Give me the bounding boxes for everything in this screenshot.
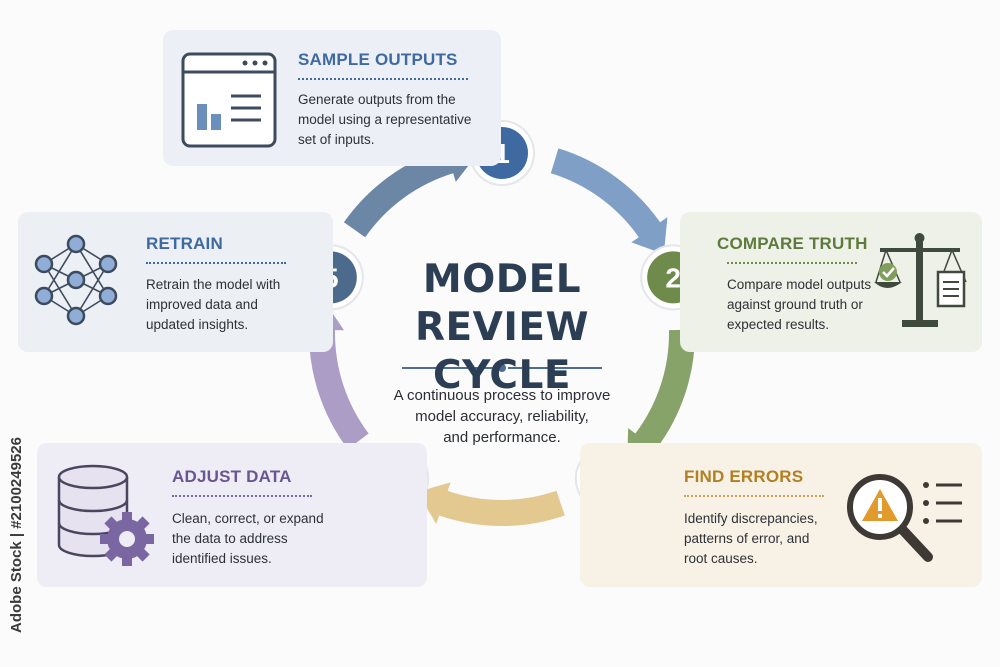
step-description: Generate outputs from the model using a …: [298, 90, 471, 150]
title-underline: [172, 495, 312, 497]
title-underline: [146, 262, 286, 264]
desc-line: root causes.: [684, 551, 758, 566]
desc-line: Clean, correct, or expand: [172, 511, 324, 526]
step-title: RETRAIN: [146, 234, 223, 253]
subtitle-line: model accuracy, reliability,: [415, 408, 589, 425]
diagram-title-line2: REVIEW CYCLE: [414, 305, 590, 398]
balance-scale-icon: [874, 233, 967, 327]
desc-line: the data to address: [172, 531, 288, 546]
desc-line: model using a representative: [298, 112, 472, 127]
step-description: Clean, correct, or expand the data to ad…: [172, 509, 324, 569]
step-card-retrain: RETRAIN Retrain the model with improved …: [18, 212, 333, 352]
step-card-compare-truth: COMPARE TRUTH Compare model outputs agai…: [680, 212, 982, 352]
subtitle-line: and performance.: [443, 429, 561, 446]
step-title: FIND ERRORS: [684, 467, 804, 486]
desc-line: against ground truth or: [727, 297, 863, 312]
desc-line: improved data and: [146, 297, 258, 312]
title-underline: [727, 262, 857, 264]
subtitle-line: A continuous process to improve: [393, 387, 611, 404]
step-number: 2: [665, 262, 681, 293]
step-description: Retrain the model with improved data and…: [146, 275, 280, 335]
database-gear-icon: [57, 464, 154, 566]
dashboard-window-icon: [181, 52, 277, 148]
cycle-arrow-2: [627, 329, 695, 463]
step-card-find-errors: FIND ERRORS Identify discrepancies, patt…: [580, 443, 982, 587]
desc-line: updated insights.: [146, 317, 249, 332]
desc-line: Identify discrepancies,: [684, 511, 818, 526]
desc-line: Generate outputs from the: [298, 92, 456, 107]
diagram-title-line1: MODEL: [422, 257, 582, 302]
stock-stamp: Adobe Stock | #2100249526: [8, 437, 25, 633]
cycle-arrow-3: [417, 482, 565, 526]
step-description: Identify discrepancies, patterns of erro…: [684, 509, 818, 569]
desc-line: identified issues.: [172, 551, 272, 566]
desc-line: expected results.: [727, 317, 830, 332]
title-divider: [402, 364, 602, 372]
title-underline: [298, 78, 468, 80]
neural-network-icon: [34, 234, 118, 326]
desc-line: Retrain the model with: [146, 277, 281, 292]
title-underline: [684, 495, 824, 497]
desc-line: Compare model outputs: [727, 277, 872, 292]
step-title: COMPARE TRUTH: [717, 234, 868, 253]
desc-line: set of inputs.: [298, 132, 375, 147]
step-title: SAMPLE OUTPUTS: [298, 50, 458, 69]
step-card-adjust-data: ADJUST DATA Clean, correct, or expand th…: [37, 443, 427, 587]
step-title: ADJUST DATA: [172, 467, 292, 486]
diagram-subtitle: A continuous process to improve model ac…: [372, 385, 632, 448]
magnifier-warning-icon: [847, 474, 962, 562]
desc-line: patterns of error, and: [684, 531, 810, 546]
step-card-sample-outputs: SAMPLE OUTPUTS Generate outputs from the…: [163, 30, 501, 166]
cycle-arrow-1: [550, 148, 668, 255]
step-description: Compare model outputs against ground tru…: [727, 275, 871, 335]
